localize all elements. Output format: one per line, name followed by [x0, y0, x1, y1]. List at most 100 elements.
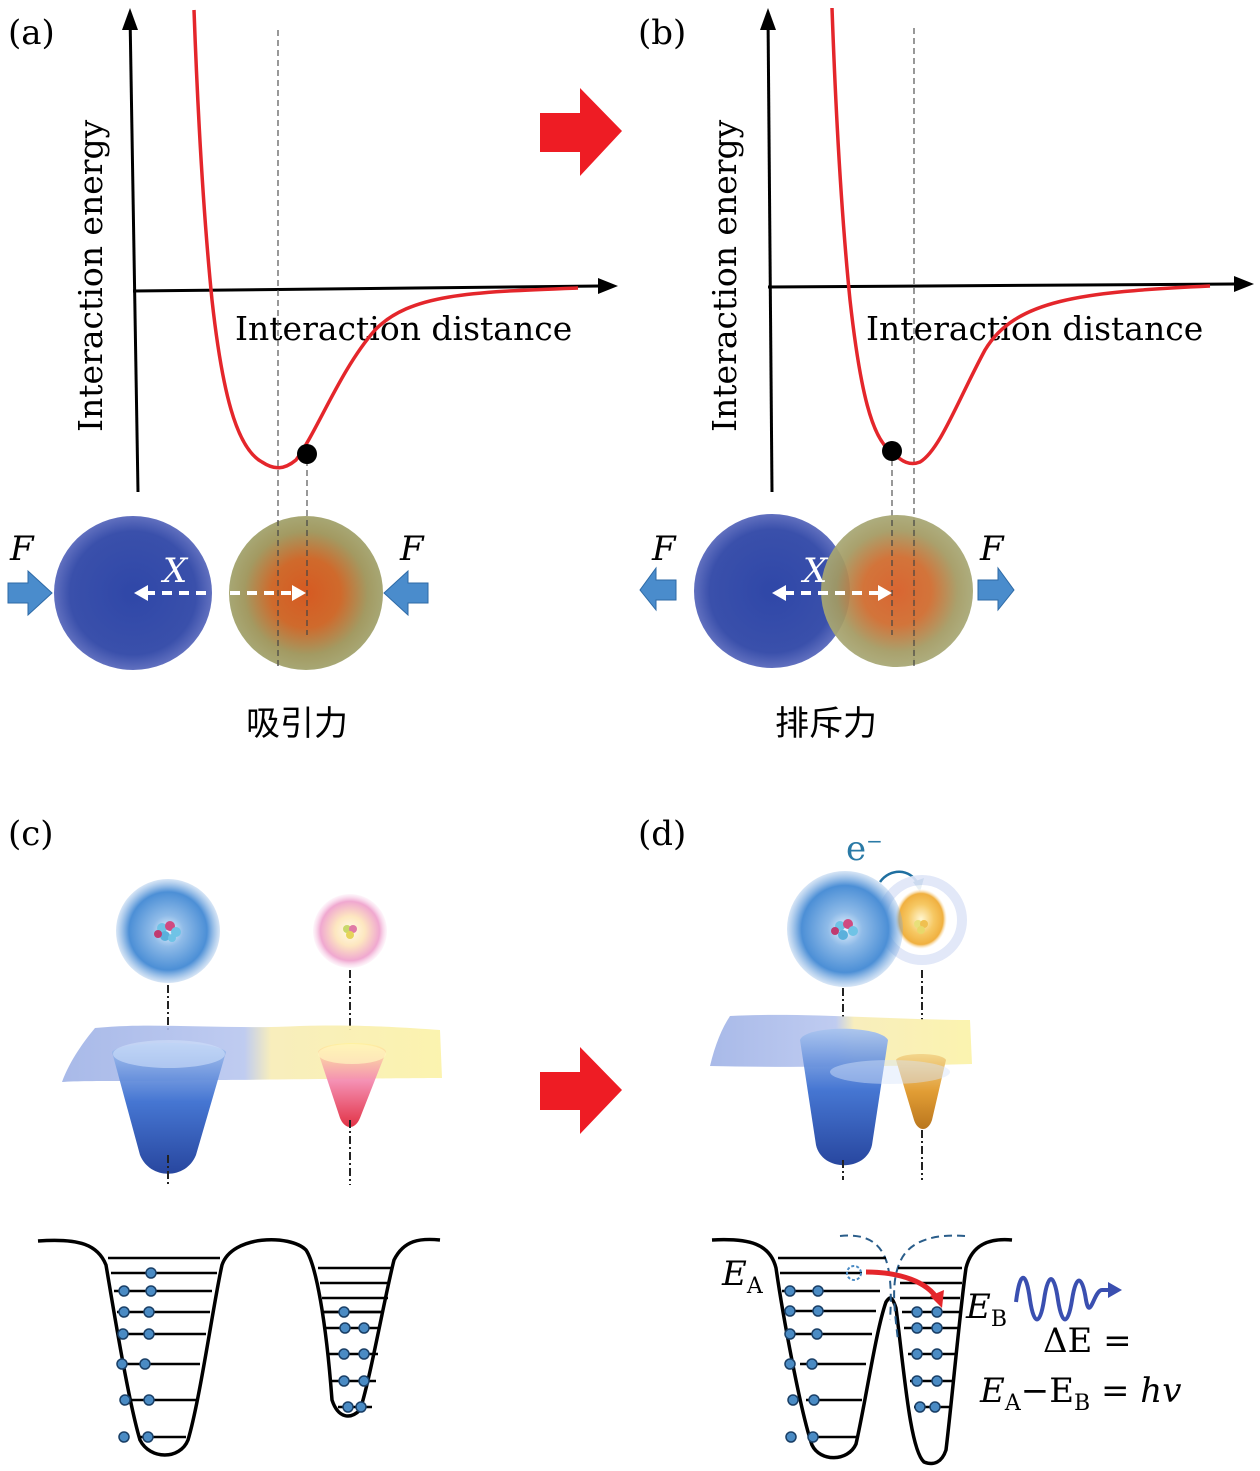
y-axis-label: Interaction energy	[705, 119, 744, 432]
atom-a-blue	[54, 516, 212, 670]
transition-arrow-top-icon	[540, 88, 622, 176]
electron-label: e−	[846, 829, 883, 869]
electron	[342, 1401, 354, 1413]
electron	[145, 1267, 157, 1279]
force-label-left: F	[651, 529, 677, 569]
y-axis-label: Interaction energy	[71, 119, 110, 432]
atom-a-electron-cloud	[116, 879, 220, 983]
x-axis	[767, 282, 1236, 289]
electron	[142, 1431, 154, 1443]
potential-well-b	[896, 1054, 946, 1129]
x-axis-arrowhead-icon	[1234, 276, 1254, 292]
double-well-potential-c	[37, 1237, 441, 1457]
electron	[808, 1394, 820, 1406]
wells-overlap-rim	[830, 1060, 950, 1084]
energy-equation-line2: EA−EB = hv	[979, 1371, 1181, 1416]
panel-c-label: (c)	[8, 814, 54, 854]
x-axis-label: Interaction distance	[235, 309, 572, 348]
electron	[784, 1358, 796, 1370]
distance-arrowhead-left-icon	[134, 585, 148, 601]
electron	[358, 1375, 370, 1387]
electron	[118, 1285, 130, 1297]
distance-arrowhead-right-icon	[292, 585, 306, 601]
electron-transition-arrowhead-icon	[930, 1290, 944, 1308]
atom-a-blue	[694, 514, 850, 668]
panel-b-caption: 排斥力	[775, 704, 877, 744]
electron	[931, 1322, 943, 1334]
original-well-a-outline	[839, 1234, 892, 1321]
photon-arrowhead-icon	[1108, 1282, 1122, 1298]
transition-arrow-bottom-icon	[540, 1047, 622, 1134]
panel-a-label: (a)	[8, 13, 55, 53]
force-arrow-left-outward-icon	[639, 566, 677, 612]
atom-b-orange	[821, 515, 973, 667]
y-axis	[128, 13, 140, 493]
y-axis-arrowhead-icon	[760, 8, 776, 30]
force-label-right: F	[979, 529, 1005, 569]
electron	[339, 1322, 351, 1334]
atom-a-nucleus-icon	[831, 919, 858, 940]
electron-transition-arrow	[865, 1269, 941, 1302]
electron	[784, 1285, 796, 1297]
electron	[116, 1358, 128, 1370]
distance-arrowhead-right-icon	[878, 585, 892, 601]
electron	[929, 1401, 941, 1413]
state-point	[297, 444, 317, 464]
energy-levels-c	[108, 1256, 392, 1443]
electron	[911, 1348, 923, 1360]
electron	[931, 1306, 943, 1318]
distance-label: X	[160, 551, 189, 591]
electron	[355, 1401, 367, 1413]
potential-well-b	[318, 1043, 386, 1127]
electron	[118, 1431, 130, 1443]
electron	[358, 1348, 370, 1360]
level-a-label: EA	[721, 1254, 764, 1299]
force-arrow-right-inward-icon	[383, 569, 429, 617]
electron	[139, 1358, 151, 1370]
force-arrow-right-outward-icon	[977, 566, 1015, 612]
electron	[338, 1348, 350, 1360]
force-label-right: F	[399, 529, 425, 569]
electron	[117, 1328, 129, 1340]
photon-wave	[1014, 1275, 1112, 1322]
panel-a: (a) Interaction energy Interaction dista…	[7, 8, 618, 744]
electron	[338, 1375, 350, 1387]
energy-equation-line1: ΔE =	[1043, 1321, 1132, 1361]
vacated-electron-state	[846, 1265, 862, 1281]
electron	[784, 1328, 796, 1340]
force-arrow-left-inward-icon	[7, 569, 53, 617]
electron	[911, 1375, 923, 1387]
electron	[143, 1394, 155, 1406]
level-b-label: EB	[965, 1287, 1007, 1332]
electron	[806, 1358, 818, 1370]
electron	[931, 1375, 943, 1387]
electron	[785, 1431, 797, 1443]
potential-well-a	[112, 1043, 226, 1174]
original-well-b-outline	[893, 1234, 966, 1341]
electron	[143, 1306, 155, 1318]
electron	[143, 1328, 155, 1340]
electron	[784, 1305, 796, 1317]
atom-b-nucleus-icon	[343, 925, 357, 939]
panel-a-caption: 吸引力	[246, 704, 348, 744]
well-b-rim	[318, 1044, 386, 1064]
electron	[338, 1306, 350, 1318]
atom-b-electron-cloud	[895, 889, 947, 949]
distance-label: X	[800, 551, 829, 591]
potential-well-a	[800, 1028, 888, 1166]
state-point	[882, 441, 902, 461]
atom-a-nucleus-icon	[154, 921, 181, 942]
y-axis-arrowhead-icon	[122, 8, 138, 30]
electron	[911, 1306, 923, 1318]
energy-levels-d	[778, 1256, 962, 1443]
electron	[914, 1401, 926, 1413]
x-axis-arrowhead-icon	[598, 278, 618, 294]
electron	[812, 1285, 824, 1297]
panel-b-label: (b)	[638, 13, 686, 53]
electron	[118, 1306, 130, 1318]
panel-b: (b) Interaction energy Interaction dista…	[638, 7, 1254, 744]
distance-arrowhead-left-icon	[772, 585, 786, 601]
panel-c: (c)	[8, 814, 442, 1457]
electron	[931, 1348, 943, 1360]
